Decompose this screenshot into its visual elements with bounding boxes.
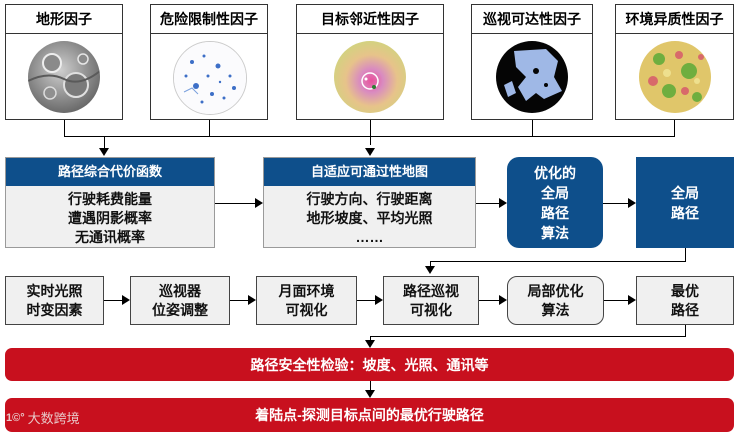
optimal-route-bar: 着陆点-探测目标点间的最优行驶路径 bbox=[5, 398, 734, 432]
step-line: 可视化 bbox=[410, 301, 452, 318]
step-line: 巡视器 bbox=[159, 282, 201, 299]
optimized-global-path-algorithm: 优化的 全局 路径 算法 bbox=[507, 157, 603, 248]
connector bbox=[230, 300, 248, 301]
connector bbox=[104, 300, 122, 301]
arrow-head bbox=[375, 295, 383, 305]
proximity-heatmap-icon bbox=[334, 41, 406, 113]
arrow-head bbox=[365, 390, 375, 398]
connector bbox=[370, 381, 371, 391]
factor-card-proximity: 目标邻近性因子 bbox=[296, 4, 444, 120]
panel-line: …… bbox=[355, 229, 384, 245]
cost-function-panel: 路径综合代价函数 行驶耗费能量 遭遇阴影概率 无通讯概率 bbox=[5, 157, 215, 248]
panel-line: 行驶方向、行驶距离 bbox=[306, 191, 433, 207]
step-line: 位姿调整 bbox=[152, 301, 208, 318]
factor-card-terrain: 地形因子 bbox=[5, 4, 123, 120]
step-line: 算法 bbox=[541, 301, 570, 318]
arrow-head bbox=[628, 295, 636, 305]
global-path-box: 全局 路径 bbox=[636, 157, 734, 248]
box-line: 全局 bbox=[541, 184, 569, 201]
arrow-head bbox=[628, 198, 636, 208]
step-line: 路径巡视 bbox=[403, 282, 459, 299]
connector bbox=[370, 336, 686, 337]
connector bbox=[476, 203, 499, 204]
safety-check-bar: 路径安全性检验：坡度、光照、通讯等 bbox=[5, 348, 734, 381]
factor-card-reachability: 巡视可达性因子 bbox=[471, 4, 593, 120]
box-line: 优化的 bbox=[534, 164, 576, 181]
step-line: 局部优化 bbox=[527, 282, 584, 299]
factor-title: 巡视可达性因子 bbox=[472, 5, 592, 34]
step-lunar-visualization: 月面环境可视化 bbox=[256, 276, 357, 325]
hazard-map-icon bbox=[173, 41, 247, 115]
factor-card-hazard: 危险限制性因子 bbox=[150, 4, 268, 120]
factor-card-heterogeneity: 环境异质性因子 bbox=[615, 4, 734, 120]
connector bbox=[64, 120, 65, 136]
connector bbox=[603, 203, 628, 204]
arrow-head bbox=[365, 148, 375, 156]
connector bbox=[357, 300, 375, 301]
connector bbox=[370, 336, 371, 341]
step-realtime-illumination: 实时光照时变因素 bbox=[5, 276, 104, 325]
arrow-head bbox=[425, 266, 435, 274]
panel-title: 路径综合代价函数 bbox=[6, 158, 214, 186]
factor-title: 危险限制性因子 bbox=[151, 5, 267, 34]
connector bbox=[532, 120, 533, 136]
step-local-optimization: 局部优化算法 bbox=[507, 276, 604, 325]
panel-line: 地形坡度、平均光照 bbox=[306, 210, 433, 226]
arrow-head bbox=[248, 295, 256, 305]
panel-line: 行驶耗费能量 bbox=[68, 191, 152, 207]
connector bbox=[674, 120, 675, 136]
step-optimal-path: 最优路径 bbox=[636, 276, 734, 325]
connector bbox=[685, 325, 686, 336]
connector bbox=[430, 261, 686, 262]
box-line: 路径 bbox=[541, 204, 569, 221]
connector bbox=[430, 261, 431, 267]
heterogeneity-map-icon bbox=[638, 41, 711, 113]
step-path-visualization: 路径巡视可视化 bbox=[383, 276, 479, 325]
connector bbox=[104, 136, 105, 149]
panel-title: 自适应可通过性地图 bbox=[264, 158, 475, 186]
connector bbox=[479, 300, 499, 301]
connector bbox=[64, 136, 675, 137]
watermark-logo-icon: 1©° bbox=[6, 411, 25, 424]
step-line: 最优 bbox=[671, 282, 699, 299]
step-line: 月面环境 bbox=[278, 282, 335, 299]
panel-lines: 行驶耗费能量 遭遇阴影概率 无通讯概率 bbox=[6, 190, 214, 247]
box-line: 全局 bbox=[671, 184, 699, 201]
step-line: 可视化 bbox=[285, 301, 328, 318]
factor-title: 地形因子 bbox=[6, 5, 122, 34]
panel-line: 遭遇阴影概率 bbox=[68, 210, 152, 226]
connector bbox=[685, 248, 686, 261]
step-line: 路径 bbox=[671, 301, 699, 318]
arrow-head bbox=[365, 340, 375, 348]
traversability-map-panel: 自适应可通过性地图 行驶方向、行驶距离 地形坡度、平均光照 …… bbox=[263, 157, 476, 248]
arrow-head bbox=[122, 295, 130, 305]
watermark: 1©° 大数跨境 bbox=[6, 408, 80, 427]
arrow-head bbox=[255, 198, 263, 208]
terrain-map-icon bbox=[28, 41, 100, 113]
box-line: 算法 bbox=[541, 224, 569, 241]
connector bbox=[209, 120, 210, 136]
step-rover-pose: 巡视器位姿调整 bbox=[130, 276, 230, 325]
connector bbox=[370, 120, 371, 145]
factor-title: 环境异质性因子 bbox=[616, 5, 733, 34]
panel-lines: 行驶方向、行驶距离 地形坡度、平均光照 …… bbox=[264, 190, 475, 247]
panel-line: 无通讯概率 bbox=[75, 229, 145, 245]
step-line: 时变因素 bbox=[26, 301, 83, 318]
arrow-head bbox=[99, 148, 109, 156]
reachability-map-icon bbox=[496, 41, 568, 113]
connector bbox=[215, 203, 255, 204]
arrow-head bbox=[499, 295, 507, 305]
step-line: 实时光照 bbox=[26, 282, 83, 299]
watermark-text: 大数跨境 bbox=[27, 411, 80, 426]
box-line: 路径 bbox=[671, 204, 699, 221]
factor-title: 目标邻近性因子 bbox=[297, 5, 443, 34]
connector bbox=[604, 300, 628, 301]
arrow-head bbox=[499, 198, 507, 208]
